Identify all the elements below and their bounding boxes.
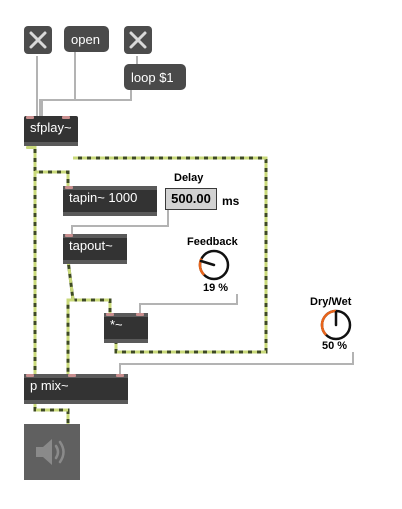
drywet-dial-arc xyxy=(320,309,337,336)
tapin-label: tapin~ 1000 xyxy=(69,190,138,205)
control-cords xyxy=(36,52,354,374)
patchcord-feedback-multiply[interactable] xyxy=(139,294,238,313)
loop-message[interactable]: loop $1 xyxy=(124,64,186,90)
delay-number-box[interactable]: 500.00 xyxy=(165,188,217,210)
multiply-object[interactable]: *~ xyxy=(104,313,148,343)
sfplay-object[interactable]: sfplay~ xyxy=(24,116,78,149)
signal-tapout-multiply[interactable] xyxy=(68,298,112,313)
signal-sfplay-tapin[interactable] xyxy=(33,144,70,186)
patchcord-drywet-pmix[interactable] xyxy=(119,352,354,374)
drywet-dial[interactable] xyxy=(318,307,354,343)
patchcord-loop-sfplay[interactable] xyxy=(41,90,132,116)
drywet-value: 50 % xyxy=(322,340,348,352)
sfplay-label: sfplay~ xyxy=(30,120,72,135)
tapin-object[interactable]: tapin~ 1000 xyxy=(63,186,157,216)
pmix-label: p mix~ xyxy=(30,378,69,393)
drywet-label: Dry/Wet xyxy=(310,296,352,308)
feedback-label: Feedback xyxy=(187,236,238,248)
signal-pmix-dac[interactable] xyxy=(33,402,70,424)
tapout-object[interactable]: tapout~ xyxy=(63,234,127,264)
tapout-label: tapout~ xyxy=(69,238,113,253)
close-icon xyxy=(129,31,147,49)
patchcord-open-sfplay[interactable] xyxy=(39,52,76,116)
close-icon xyxy=(29,31,47,49)
delay-unit: ms xyxy=(222,194,240,208)
toggle-right[interactable] xyxy=(124,26,152,54)
signal-cords xyxy=(33,144,268,424)
delay-label: Delay xyxy=(174,172,204,184)
feedback-dial[interactable] xyxy=(196,247,232,283)
signal-feedback-loop[interactable] xyxy=(73,156,268,354)
dac-speaker[interactable] xyxy=(24,424,80,480)
multiply-label: *~ xyxy=(110,317,123,332)
signal-tapout-pmix[interactable] xyxy=(66,259,75,374)
speaker-icon xyxy=(36,439,65,465)
feedback-value: 19 % xyxy=(203,282,229,294)
patchcord-delay-tapout[interactable] xyxy=(71,210,169,237)
pmix-object[interactable]: p mix~ xyxy=(24,374,128,404)
open-message[interactable]: open xyxy=(64,26,109,52)
feedback-dial-arc xyxy=(198,257,206,276)
toggle-left[interactable] xyxy=(24,26,52,54)
